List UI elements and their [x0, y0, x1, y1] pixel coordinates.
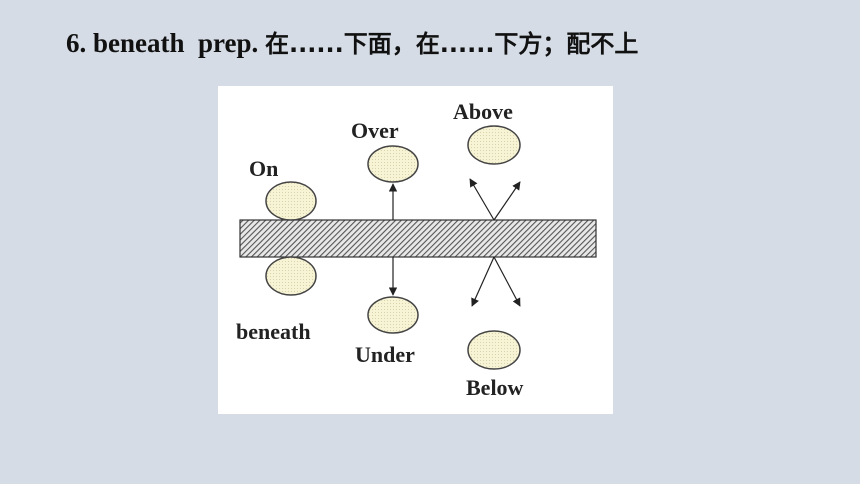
ball-on	[265, 181, 317, 221]
headword: beneath	[93, 28, 185, 58]
label-under: Under	[355, 342, 415, 367]
label-below: Below	[466, 375, 524, 400]
preposition-diagram: On Over Above beneath Under Below	[218, 86, 613, 414]
ball-over	[367, 145, 419, 183]
label-beneath: beneath	[236, 319, 311, 344]
arrow-above-left	[469, 178, 495, 221]
label-above: Above	[453, 99, 513, 124]
arrow-below-right	[493, 256, 521, 307]
arrow-below-left	[471, 256, 495, 307]
label-over: Over	[351, 118, 399, 143]
ball-below	[467, 330, 521, 370]
item-number: 6.	[66, 28, 87, 58]
surface-bar	[239, 219, 597, 258]
arrow-above-right	[493, 181, 521, 221]
chinese-meaning: 在......下面，在......下方；配不上	[265, 30, 639, 58]
ball-beneath	[265, 256, 317, 296]
ball-under	[367, 296, 419, 334]
label-on: On	[249, 156, 278, 181]
part-of-speech: prep.	[198, 28, 259, 58]
slide-title: 6. beneath prep. 在......下面，在......下方；配不上	[66, 24, 638, 59]
ball-above	[467, 125, 521, 165]
diagram-canvas: On Over Above beneath Under Below	[236, 99, 597, 400]
